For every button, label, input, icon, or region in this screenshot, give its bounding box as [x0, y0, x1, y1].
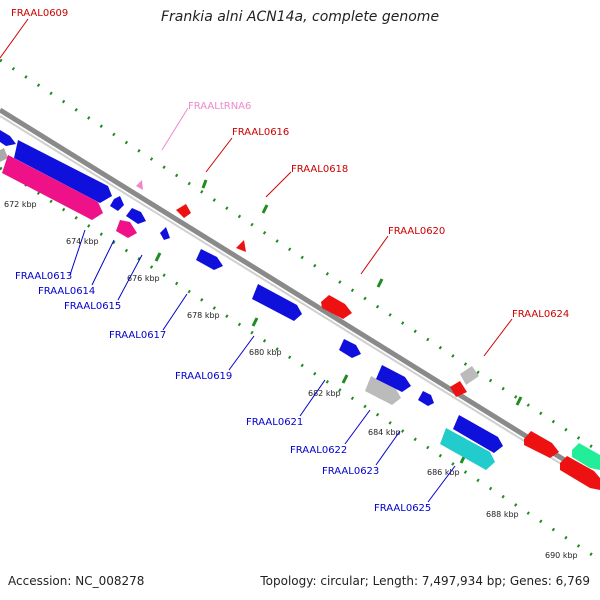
gene-fraal0616[interactable] — [176, 204, 191, 218]
gene-right-green[interactable] — [572, 443, 600, 470]
label-fraal0614[interactable]: FRAAL0614 — [38, 286, 95, 297]
label-fraal0619[interactable]: FRAAL0619 — [175, 371, 232, 382]
label-fraal0609[interactable]: FRAAL0609 — [11, 8, 68, 19]
gene-fraal0624b[interactable] — [450, 381, 467, 397]
label-fraal0624[interactable]: FRAAL0624 — [512, 309, 569, 320]
backbone-inner — [0, 115, 600, 489]
tick-label: 682 kbp — [308, 389, 341, 398]
gene-fraal0625-cyan[interactable] — [440, 428, 495, 470]
label-fraaltrna6[interactable]: FRAALtRNA6 — [188, 101, 251, 112]
forward-labels: FRAAL0609 FRAAL0616 FRAAL0618 FRAAL0620 … — [0, 8, 569, 357]
tick-label: 688 kbp — [486, 510, 519, 519]
gene-trna6[interactable] — [136, 180, 143, 190]
tick-label: 672 kbp — [4, 200, 37, 209]
gene-fraal0622[interactable] — [376, 365, 411, 392]
gene-right-red-1[interactable] — [524, 431, 559, 458]
tick-label: 686 kbp — [427, 468, 460, 477]
tick-label: 680 kbp — [249, 348, 282, 357]
tick-label: 674 kbp — [66, 237, 99, 246]
label-fraal0613[interactable]: FRAAL0613 — [15, 271, 72, 282]
gene-fraal0615[interactable] — [116, 220, 137, 238]
gene-fraal0624[interactable] — [460, 366, 479, 385]
gene-fraal0618[interactable] — [236, 240, 246, 252]
reverse-strand-genes — [0, 130, 503, 470]
gene-frame-blue[interactable] — [0, 130, 16, 146]
gene-fraal0614[interactable] — [110, 196, 124, 211]
tick-label: 690 kbp — [545, 551, 578, 560]
gene-fraal0619[interactable] — [252, 284, 302, 321]
label-fraal0623[interactable]: FRAAL0623 — [322, 466, 379, 477]
gene-fraal0617[interactable] — [160, 227, 170, 240]
label-fraal0617[interactable]: FRAAL0617 — [109, 330, 166, 341]
map-title: Frankia alni ACN14a, complete genome — [160, 9, 440, 25]
gene-fraal0613-magenta[interactable] — [2, 155, 103, 220]
label-fraal0618[interactable]: FRAAL0618 — [291, 164, 348, 175]
gene-fraal0625[interactable] — [453, 415, 503, 453]
label-fraal0625[interactable]: FRAAL0625 — [374, 503, 431, 514]
gene-fraal0617b[interactable] — [196, 249, 223, 270]
label-fraal0616[interactable]: FRAAL0616 — [232, 127, 289, 138]
topology-text: Topology: circular; Length: 7,497,934 bp… — [260, 574, 590, 588]
tick-label: 678 kbp — [187, 311, 220, 320]
outer-tick-track — [0, 58, 600, 454]
reverse-labels: FRAAL0613 FRAAL0614 FRAAL0615 FRAAL0617 … — [15, 229, 456, 514]
tick-label: 676 kbp — [127, 274, 160, 283]
accession-text: Accession: NC_008278 — [8, 574, 145, 588]
label-fraal0615[interactable]: FRAAL0615 — [64, 301, 121, 312]
gene-fraal0623[interactable] — [418, 391, 434, 406]
gene-fraal0620[interactable] — [321, 295, 352, 319]
gene-fraal0622-grey[interactable] — [365, 376, 401, 405]
tick-label: 684 kbp — [368, 428, 401, 437]
gene-fraal0621[interactable] — [339, 339, 361, 358]
gene-fraal0615-blue[interactable] — [126, 208, 146, 224]
gene-right-red-2[interactable] — [560, 456, 600, 490]
backbone-outer — [0, 107, 600, 485]
forward-strand-genes — [136, 180, 600, 490]
label-fraal0622[interactable]: FRAAL0622 — [290, 445, 347, 456]
major-ticks — [154, 179, 523, 464]
gene-frame-blue[interactable] — [0, 148, 8, 162]
gene-fraal0613[interactable] — [14, 140, 112, 203]
inner-tick-track — [0, 166, 600, 562]
label-fraal0620[interactable]: FRAAL0620 — [388, 226, 445, 237]
label-fraal0621[interactable]: FRAAL0621 — [246, 417, 303, 428]
